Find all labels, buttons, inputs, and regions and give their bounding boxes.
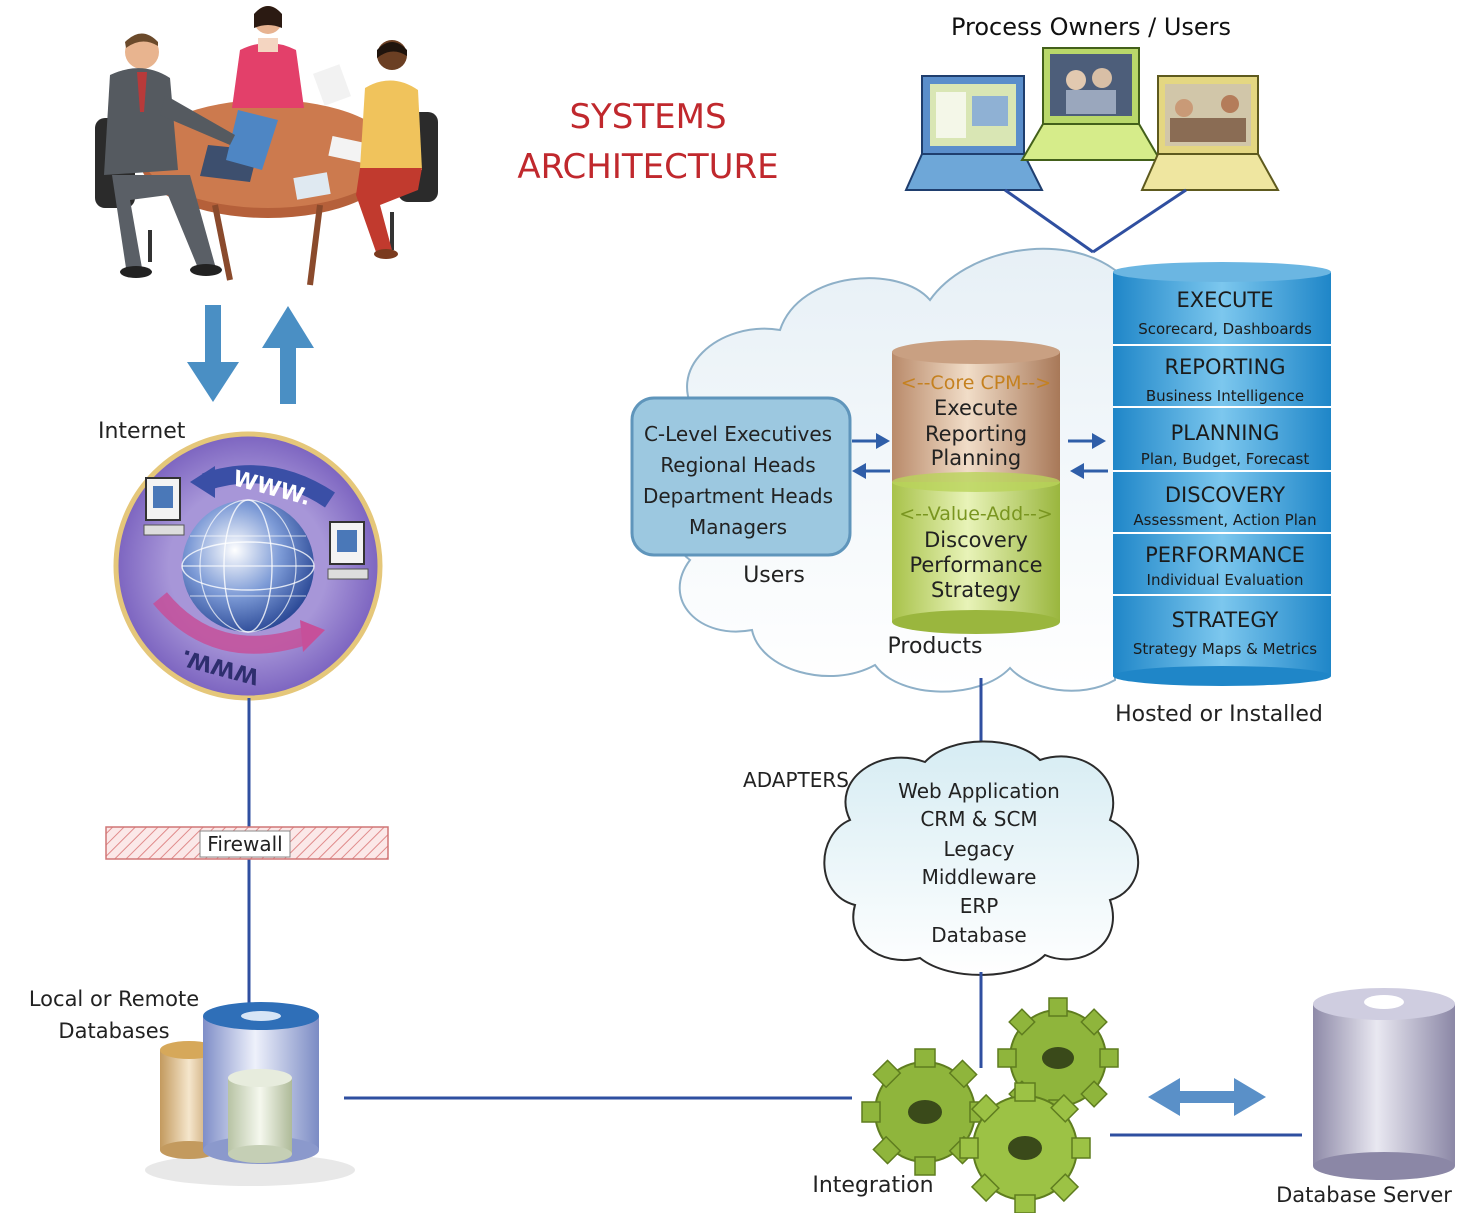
process-owners-label: Process Owners / Users xyxy=(951,13,1231,41)
module-performance-title: PERFORMANCE xyxy=(1145,543,1305,567)
module-performance-sub: Individual Evaluation xyxy=(1147,571,1304,589)
value-item-2: Performance xyxy=(909,553,1042,577)
local-db-label-2: Databases xyxy=(58,1019,169,1043)
products-caption: Products xyxy=(888,634,983,659)
double-arrow-icon xyxy=(1148,1078,1266,1116)
module-strategy-title: STRATEGY xyxy=(1172,608,1279,632)
module-reporting-sub: Business Intelligence xyxy=(1146,387,1304,405)
users-line-4: Managers xyxy=(689,515,787,539)
local-db-label-1: Local or Remote xyxy=(29,987,199,1011)
integration-label: Integration xyxy=(812,1173,933,1198)
computer-icon xyxy=(329,521,365,565)
hosted-caption: Hosted or Installed xyxy=(1115,702,1323,727)
database-server-icon xyxy=(1313,988,1455,1180)
laptop-icon xyxy=(1020,47,1162,161)
module-strategy-sub: Strategy Maps & Metrics xyxy=(1133,640,1317,658)
value-item-1: Discovery xyxy=(924,528,1028,552)
users-products-arrows xyxy=(852,433,890,479)
globe-icon: WWW. WWW. xyxy=(113,431,383,701)
products-cylinder: <--Core CPM--> Execute Reporting Plannin… xyxy=(892,340,1060,634)
local-database-icon xyxy=(145,1002,355,1186)
gears-icon xyxy=(861,997,1119,1213)
title-line-2: ARCHITECTURE xyxy=(517,147,778,187)
adapter-item-5: ERP xyxy=(960,894,999,918)
users-line-1: C-Level Executives xyxy=(644,422,832,446)
adapter-item-4: Middleware xyxy=(922,865,1037,889)
value-item-3: Strategy xyxy=(931,578,1021,602)
firewall-label: Firewall xyxy=(207,832,282,856)
laptop-icon xyxy=(904,75,1044,191)
users-line-3: Department Heads xyxy=(643,484,833,508)
laptop-icon xyxy=(1140,75,1280,191)
firewall: Firewall xyxy=(105,826,389,860)
module-planning-title: PLANNING xyxy=(1171,421,1280,445)
adapters-label: ADAPTERS xyxy=(743,768,849,792)
core-item-2: Reporting xyxy=(925,422,1027,446)
module-discovery-title: DISCOVERY xyxy=(1165,483,1285,507)
adapter-item-3: Legacy xyxy=(944,837,1015,861)
adapter-item-1: Web Application xyxy=(898,779,1060,803)
value-add-header: <--Value-Add--> xyxy=(899,503,1053,525)
users-box: C-Level Executives Regional Heads Depart… xyxy=(630,396,852,557)
laptop-connector-lines xyxy=(1004,188,1187,254)
core-item-3: Planning xyxy=(931,446,1021,470)
core-cpm-header: <--Core CPM--> xyxy=(901,372,1051,394)
internet-label: Internet xyxy=(98,419,186,444)
adapters-cloud xyxy=(823,740,1140,976)
meeting-illustration xyxy=(95,6,438,286)
hosted-cylinder: EXECUTE Scorecard, Dashboards REPORTING … xyxy=(1113,262,1331,686)
module-planning-sub: Plan, Budget, Forecast xyxy=(1141,450,1310,468)
title-line-1: SYSTEMS xyxy=(569,97,726,137)
module-discovery-sub: Assessment, Action Plan xyxy=(1133,511,1316,529)
core-item-1: Execute xyxy=(934,396,1018,420)
internet-exchange-arrows xyxy=(187,305,314,404)
adapter-item-2: CRM & SCM xyxy=(920,807,1037,831)
database-server-label: Database Server xyxy=(1276,1183,1452,1207)
module-execute-title: EXECUTE xyxy=(1176,288,1273,312)
adapter-item-6: Database xyxy=(931,923,1026,947)
users-caption: Users xyxy=(743,563,805,588)
module-reporting-title: REPORTING xyxy=(1164,355,1285,379)
module-execute-sub: Scorecard, Dashboards xyxy=(1138,320,1312,338)
users-line-2: Regional Heads xyxy=(660,453,815,477)
products-hosted-arrows xyxy=(1068,433,1108,479)
